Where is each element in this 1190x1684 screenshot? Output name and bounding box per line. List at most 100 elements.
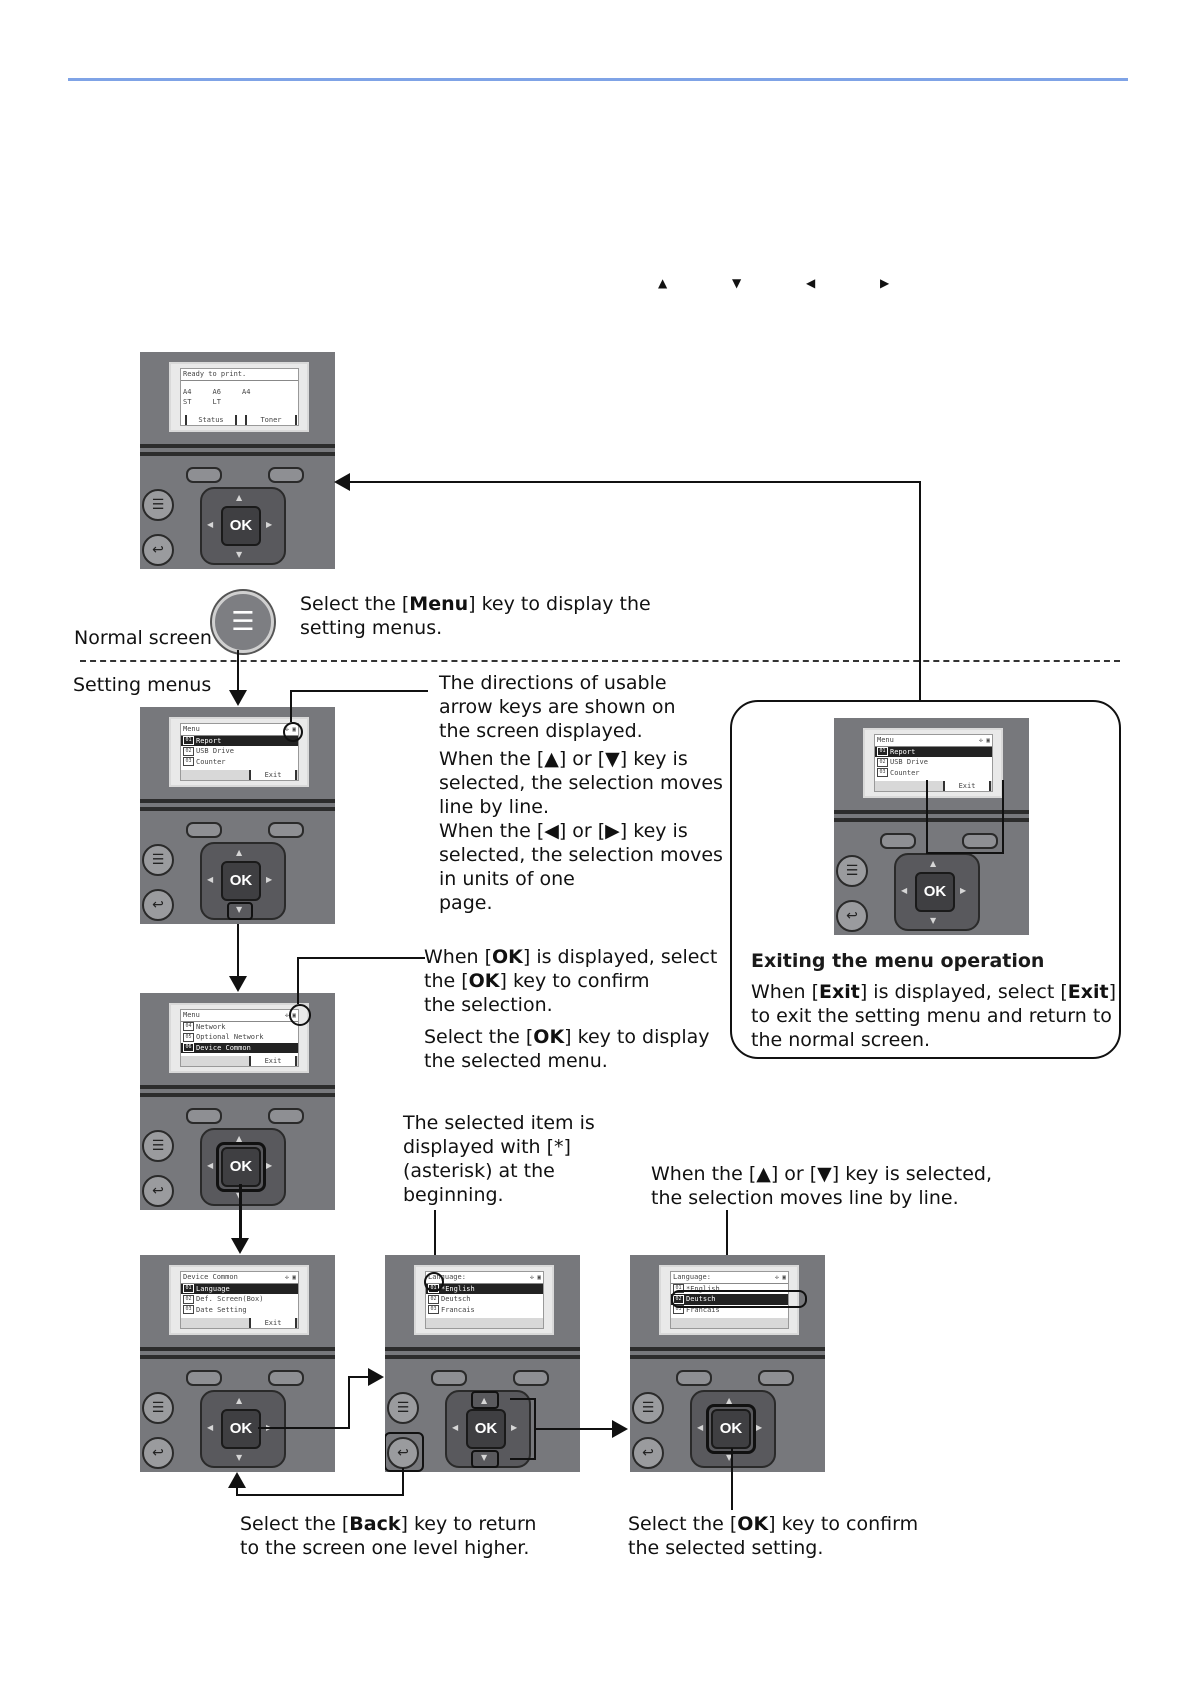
menu-item-report[interactable]: Report [196,736,222,745]
ok-button[interactable]: OK [221,1147,261,1187]
ok-button[interactable]: OK [221,1409,261,1449]
left-soft-key[interactable] [186,1370,222,1386]
status-line: Ready to print. [181,369,298,381]
right-soft-key[interactable] [268,1108,304,1124]
back-key-icon[interactable]: ↩ [632,1437,664,1469]
menu-item-device-common[interactable]: Device Common [196,1043,251,1052]
dpad-down-icon[interactable]: ▼ [236,550,243,559]
soft-exit[interactable]: Exit [249,770,297,780]
menu-item-counter[interactable]: Counter [196,757,226,766]
ok-button[interactable]: OK [221,861,261,901]
back-key-icon[interactable]: ↩ [387,1437,419,1469]
up-key-highlight [471,1391,499,1409]
panel-normal-screen: Ready to print. A4 A6 A4 ST LT Status To… [140,352,335,569]
left-soft-key[interactable] [880,833,916,849]
soft-exit[interactable]: Exit [249,1318,297,1328]
menu-item-date-setting[interactable]: Date Setting [196,1305,247,1314]
soft-status[interactable]: Status [185,415,237,425]
menu-key-icon[interactable]: ☰ [142,1392,174,1424]
soft-exit[interactable]: Exit [249,1056,297,1066]
menu-item-network[interactable]: Network [196,1022,226,1031]
dpad[interactable] [690,1390,776,1468]
tray-a6: A6 [212,387,221,396]
arrow-right-icon: ▶ [880,276,890,290]
dpad-right-icon[interactable]: ▶ [266,1161,273,1170]
tray-a4-2: A4 [242,387,251,396]
back-key-icon[interactable]: ↩ [142,534,174,566]
dpad-right-icon[interactable]: ▶ [266,520,273,529]
label-normal-screen: Normal screen [74,627,212,649]
lang-deutsch[interactable]: Deutsch [686,1295,716,1303]
soft-toner[interactable]: Toner [245,415,297,425]
label-setting-menus: Setting menus [73,674,212,696]
right-soft-key[interactable] [268,1370,304,1386]
back-key-icon[interactable]: ↩ [836,900,868,932]
lang-deutsch[interactable]: Deutsch [441,1295,471,1303]
tray-lt: LT [212,398,221,406]
right-soft-key[interactable] [758,1370,794,1386]
caption-menu-key: Select the [Menu] key to display the set… [300,593,651,639]
lang-francais[interactable]: Francais [686,1305,720,1314]
menu-key-icon[interactable]: ☰ [142,489,174,521]
right-soft-key[interactable] [962,833,998,849]
menu-key-icon[interactable]: ☰ [632,1392,664,1424]
dpad[interactable] [200,1128,286,1206]
tray-st: ST [183,398,192,406]
dpad-left-icon[interactable]: ◀ [207,520,214,529]
left-soft-key[interactable] [186,822,222,838]
arrow-left-icon: ◀ [806,276,816,290]
left-soft-key[interactable] [186,1108,222,1124]
back-key-icon[interactable]: ↩ [142,889,174,921]
left-soft-key[interactable] [431,1370,467,1386]
menu-key-icon[interactable]: ☰ [142,1130,174,1162]
left-soft-key[interactable] [676,1370,712,1386]
lang-english[interactable]: *English [441,1284,475,1293]
ok-button[interactable]: OK [915,872,955,912]
soft-exit[interactable]: Exit [943,781,991,791]
dpad-right-icon[interactable]: ▶ [266,875,273,884]
lang-francais[interactable]: Francais [441,1305,475,1314]
right-soft-key[interactable] [513,1370,549,1386]
nav-indicator-highlight [283,722,303,742]
dpad-up-icon[interactable]: ▲ [236,493,243,502]
right-soft-key[interactable] [268,467,304,483]
back-key-highlight [385,1432,424,1472]
down-key-highlight [471,1450,499,1468]
dpad-left-icon[interactable]: ◀ [207,1161,214,1170]
menu-key-large-icon: ☰ [212,591,274,653]
dpad-up-icon[interactable]: ▲ [236,848,243,857]
dpad-up-icon[interactable]: ▲ [236,1134,243,1143]
back-key-icon[interactable]: ↩ [142,1437,174,1469]
menu-item-def-screen[interactable]: Def. Screen(Box) [196,1295,264,1303]
menu-item-usb-drive[interactable]: USB Drive [196,747,234,755]
dpad-down-icon[interactable]: ▼ [236,905,243,914]
lang-english[interactable]: *English [686,1284,720,1293]
menu-item-language[interactable]: Language [196,1284,230,1293]
menu-key-icon[interactable]: ☰ [387,1392,419,1424]
selected-line-highlight [671,1290,807,1308]
dpad[interactable] [894,853,980,931]
right-soft-key[interactable] [268,822,304,838]
ok-button[interactable]: OK [466,1409,506,1449]
back-key-icon[interactable]: ↩ [142,1175,174,1207]
exit-heading: Exiting the menu operation [751,950,1045,972]
menu-item-optional-network[interactable]: Optional Network [196,1033,264,1041]
ok-button[interactable]: OK [221,506,261,546]
menu-key-icon[interactable]: ☰ [142,844,174,876]
dpad[interactable] [200,487,286,565]
left-soft-key[interactable] [186,467,222,483]
menu-key-icon[interactable]: ☰ [836,855,868,887]
section-divider [80,660,1120,662]
dpad-left-icon[interactable]: ◀ [207,875,214,884]
ok-button[interactable]: OK [711,1409,751,1449]
